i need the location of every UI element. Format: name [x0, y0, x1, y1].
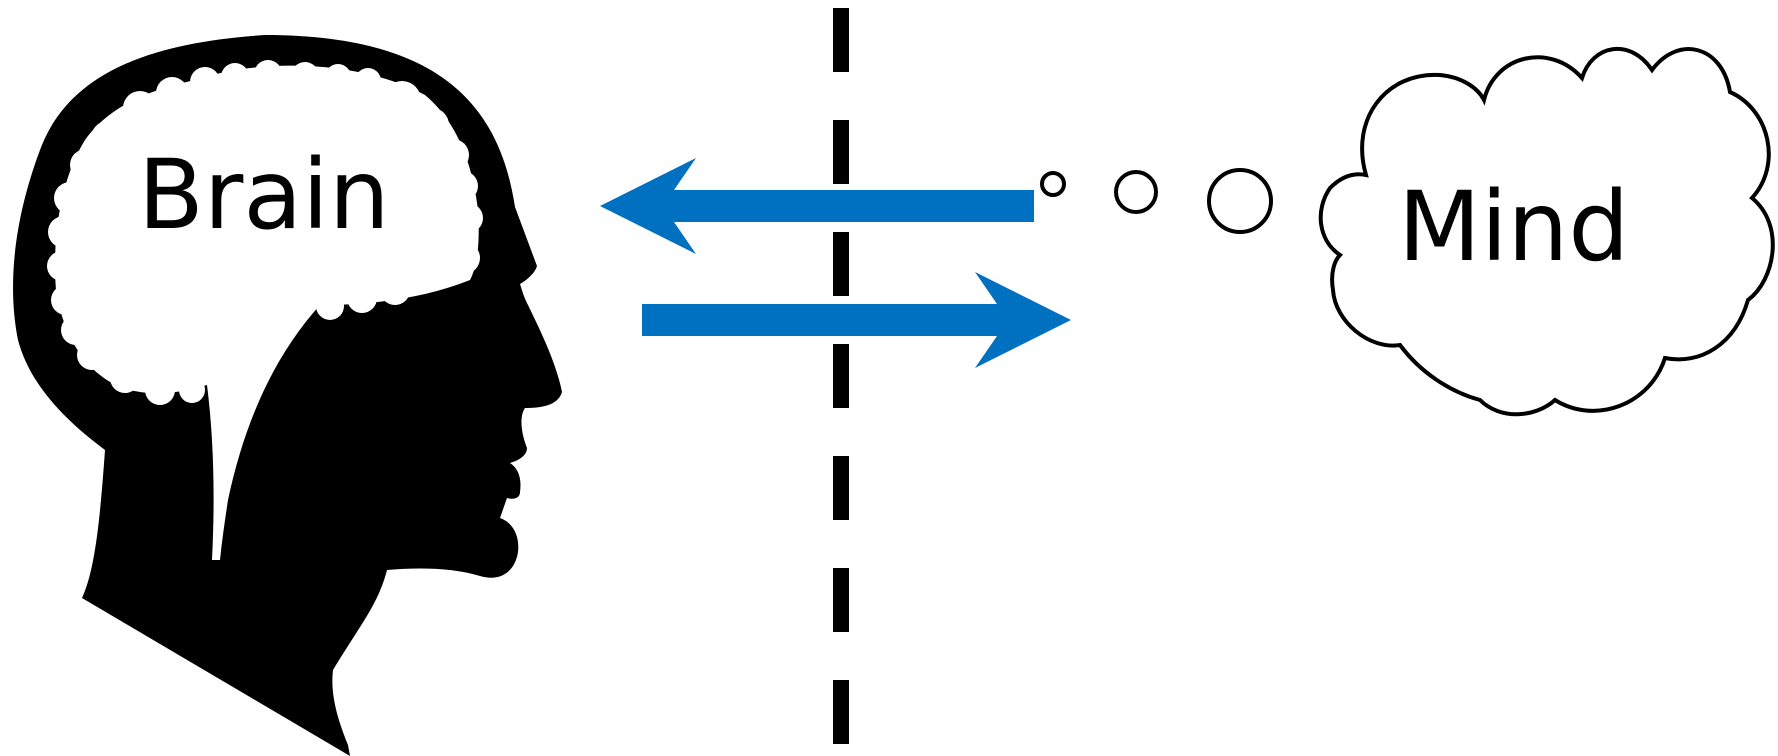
- thought-bubbles: [1040, 168, 1273, 234]
- arrow-right-icon: [642, 272, 1071, 368]
- brain-cloud-icon: [47, 60, 483, 560]
- thought-cloud-icon: [1318, 46, 1775, 417]
- brain-label: Brain: [138, 139, 390, 251]
- mind-label: Mind: [1398, 171, 1629, 283]
- arrow-left-icon: [600, 158, 1034, 254]
- thought-bubble-medium: [1114, 170, 1158, 214]
- thought-bubble-large: [1207, 168, 1273, 234]
- thought-bubble-small: [1040, 171, 1066, 197]
